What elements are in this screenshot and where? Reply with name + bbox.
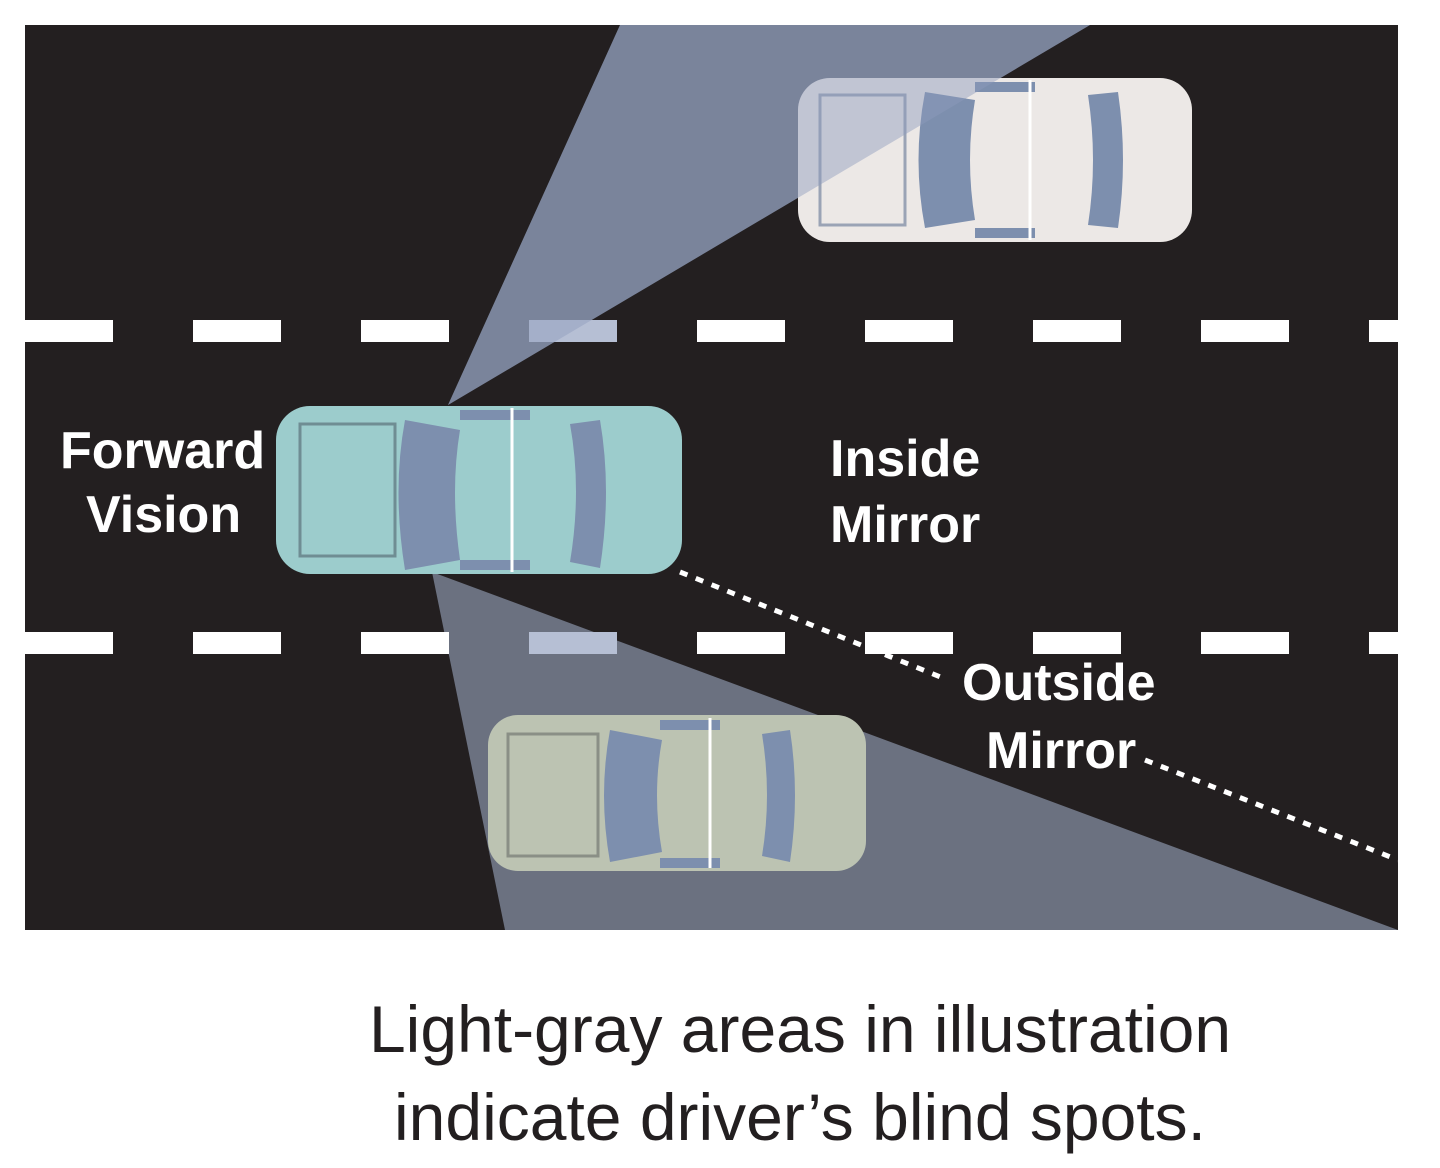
car-top-lane bbox=[798, 78, 1192, 242]
figure-caption: Light-gray areas in illustration indicat… bbox=[0, 985, 1440, 1161]
caption-line-2: indicate driver’s blind spots. bbox=[394, 1080, 1206, 1154]
car-bottom-lane bbox=[488, 715, 866, 871]
label-forward-vision-line2: Vision bbox=[86, 486, 241, 544]
label-outside-mirror-line2: Mirror bbox=[986, 722, 1136, 780]
label-outside-mirror-line1: Outside bbox=[962, 654, 1156, 712]
car-driver bbox=[276, 406, 682, 574]
caption-line-1: Light-gray areas in illustration bbox=[368, 992, 1232, 1066]
lane-marking-lower bbox=[25, 632, 1398, 654]
label-inside-mirror-line2: Mirror bbox=[830, 496, 980, 554]
label-inside-mirror-line1: Inside bbox=[830, 430, 980, 488]
outside-mirror-sightline-b bbox=[1144, 757, 1399, 863]
lane-marking-upper bbox=[25, 320, 1398, 342]
blind-spot-upper-overlay bbox=[448, 25, 1090, 405]
outside-mirror-sightline-a bbox=[679, 569, 949, 683]
label-forward-vision-line1: Forward bbox=[60, 422, 265, 480]
